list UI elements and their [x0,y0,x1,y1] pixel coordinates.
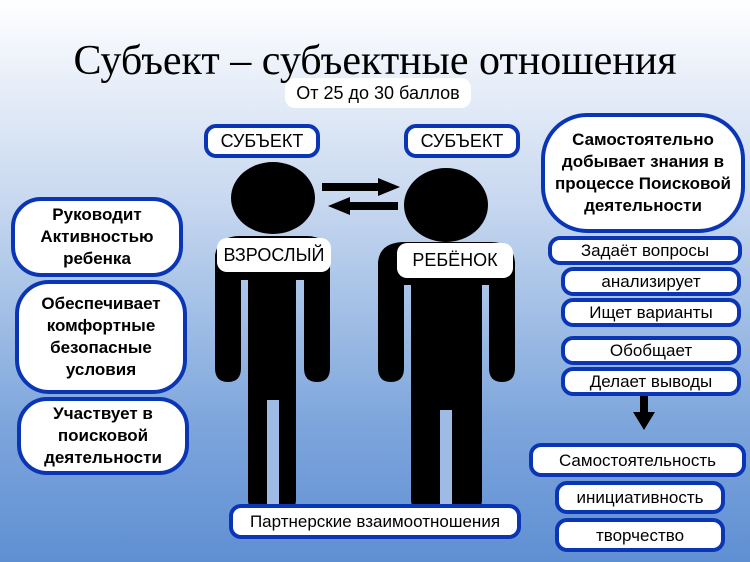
child-action-seeks-options: Ищет варианты [561,298,741,327]
outcome-creativity: творчество [555,518,725,552]
partnership-label: Партнерские взаимоотношения [229,504,521,539]
adult-head [231,162,315,234]
adult-role-provides-conditions: Обеспечивает комфортные безопасные услов… [15,280,187,394]
child-action-generalizes: Обобщает [561,336,741,365]
arrow-down-icon [633,396,655,430]
adult-label: ВЗРОСЛЫЙ [217,238,331,272]
child-action-draws-conclusions: Делает выводы [561,367,741,396]
outcome-independence: Самостоятельность [529,443,746,477]
child-body [378,242,515,510]
child-head [404,168,488,242]
adult-leg-gap [267,400,279,510]
subject-label-right: СУБЪЕКТ [404,124,520,158]
adult-role-participates: Участвует в поисковой деятельности [17,397,189,475]
score-label: От 25 до 30 баллов [285,78,471,108]
adult-role-guides-activity: Руководит Активностью ребенка [11,197,183,277]
outcome-initiative: инициативность [555,481,725,514]
child-action-analyzes: анализирует [561,267,741,296]
child-figure [378,168,515,510]
child-label: РЕБЁНОК [397,243,513,278]
page-title: Субъект – субъектные отношения [73,38,677,84]
adult-figure [215,162,330,510]
arrow-left-icon [328,197,398,215]
child-role-acquires-knowledge: Самостоятельно добывает знания в процесс… [541,113,745,233]
adult-body [215,236,330,510]
child-leg-gap [440,410,452,510]
child-action-asks-questions: Задаёт вопросы [548,236,742,265]
arrow-right-icon [322,178,400,196]
subject-label-left: СУБЪЕКТ [204,124,320,158]
